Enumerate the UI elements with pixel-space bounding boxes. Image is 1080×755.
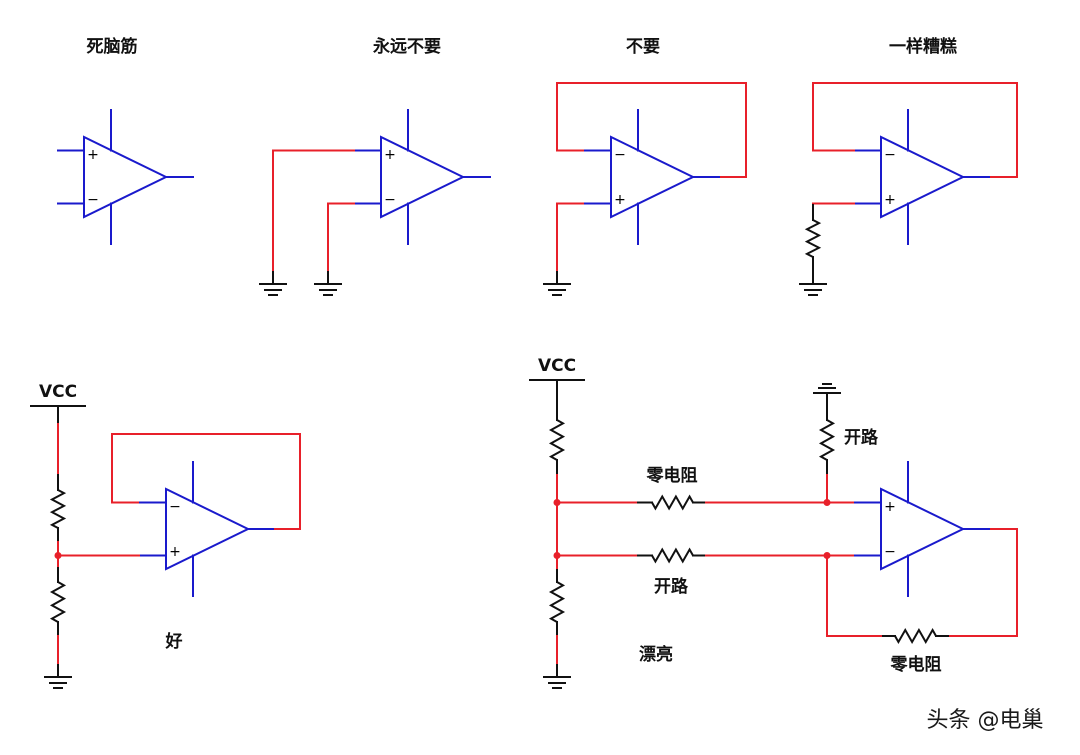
opamp-triangle bbox=[880, 135, 966, 219]
pin-label-top: + bbox=[87, 147, 99, 163]
resistor-zigzag bbox=[804, 219, 822, 258]
resistor-zigzag bbox=[49, 489, 67, 529]
circuit-title: 一样糟糕 bbox=[889, 36, 957, 57]
ground-icon bbox=[799, 283, 827, 296]
junction-dot bbox=[553, 552, 561, 559]
watermark-text: 头条 @电巢 bbox=[927, 708, 1044, 733]
wire-minus-to-ground bbox=[327, 202, 355, 272]
resistor-label: 零电阻 bbox=[890, 654, 942, 675]
vcc-label: VCC bbox=[39, 382, 77, 402]
pin-label-bottom: + bbox=[169, 544, 181, 560]
feedback-wire bbox=[556, 82, 747, 178]
watermark: 头条 @电巢 bbox=[926, 708, 1044, 734]
circuit-never: 永远不要+− bbox=[259, 36, 491, 296]
opamp-symbol: −+ bbox=[610, 109, 696, 245]
pin-label-bottom: + bbox=[614, 192, 626, 208]
feedback-wire bbox=[826, 555, 882, 637]
resistor-zigzag bbox=[548, 581, 566, 623]
opamp-symbol: +− bbox=[380, 109, 466, 245]
circuit-good: VCC−+好 bbox=[30, 382, 301, 689]
pin-label-bottom: − bbox=[384, 192, 396, 208]
pin-label-top: − bbox=[614, 147, 626, 163]
opamp-symbol: −+ bbox=[880, 109, 966, 245]
opamp-triangle bbox=[380, 135, 466, 219]
circuit-title: 不要 bbox=[626, 37, 660, 57]
wire-plus-to-ground bbox=[272, 149, 355, 272]
circuit-title: 永远不要 bbox=[372, 36, 441, 57]
wire-plus bbox=[812, 202, 855, 205]
wire-plus-to-ground bbox=[556, 202, 584, 272]
resistor-zigzag bbox=[49, 581, 67, 623]
resistor-zigzag bbox=[651, 494, 694, 511]
ground-icon bbox=[543, 676, 571, 689]
circuit-title: 死脑筋 bbox=[87, 36, 138, 57]
feedback-wire bbox=[948, 528, 1018, 637]
ground-icon bbox=[813, 383, 841, 394]
vcc-label: VCC bbox=[538, 356, 576, 376]
ground-icon bbox=[543, 283, 571, 296]
resistor-zigzag bbox=[818, 419, 836, 461]
circuit-equally-bad: 一样糟糕−+ bbox=[799, 36, 1018, 296]
resistor-zigzag bbox=[894, 627, 937, 645]
ground-icon bbox=[44, 676, 72, 689]
circuit-dont: 不要−+ bbox=[543, 37, 747, 296]
circuit-dead-brain: 死脑筋+− bbox=[57, 36, 194, 245]
pin-label-bottom: − bbox=[87, 192, 99, 208]
opamp-triangle bbox=[165, 487, 251, 571]
pin-label-bottom: + bbox=[884, 192, 896, 208]
resistor-label: 开路 bbox=[654, 576, 689, 597]
resistor-zigzag bbox=[651, 547, 694, 564]
resistor-zigzag bbox=[548, 419, 566, 461]
opamp-triangle bbox=[83, 135, 169, 219]
pin-label-bottom: − bbox=[884, 544, 896, 560]
junction-dot bbox=[553, 499, 561, 506]
opamp-triangle bbox=[610, 135, 696, 219]
pin-label-top: − bbox=[169, 499, 181, 515]
verdict-label: 好 bbox=[165, 631, 183, 652]
verdict-label: 漂亮 bbox=[639, 644, 673, 665]
opamp-symbol: +− bbox=[880, 461, 966, 597]
pin-label-top: + bbox=[384, 147, 396, 163]
junction-dot bbox=[823, 552, 831, 559]
opamp-symbol: −+ bbox=[165, 461, 251, 597]
junction-dot bbox=[54, 552, 62, 559]
pin-label-top: − bbox=[884, 147, 896, 163]
feedback-wire bbox=[812, 82, 1018, 178]
resistor-label: 开路 bbox=[844, 427, 879, 448]
junction-dot bbox=[823, 499, 831, 506]
feedback-wire bbox=[111, 433, 301, 530]
opamp-symbol: +− bbox=[83, 109, 169, 245]
pin-label-top: + bbox=[884, 499, 896, 515]
resistor-label: 零电阻 bbox=[646, 465, 698, 486]
ground-icon bbox=[314, 283, 342, 296]
opamp-triangle bbox=[880, 487, 966, 571]
ground-icon bbox=[259, 283, 287, 296]
